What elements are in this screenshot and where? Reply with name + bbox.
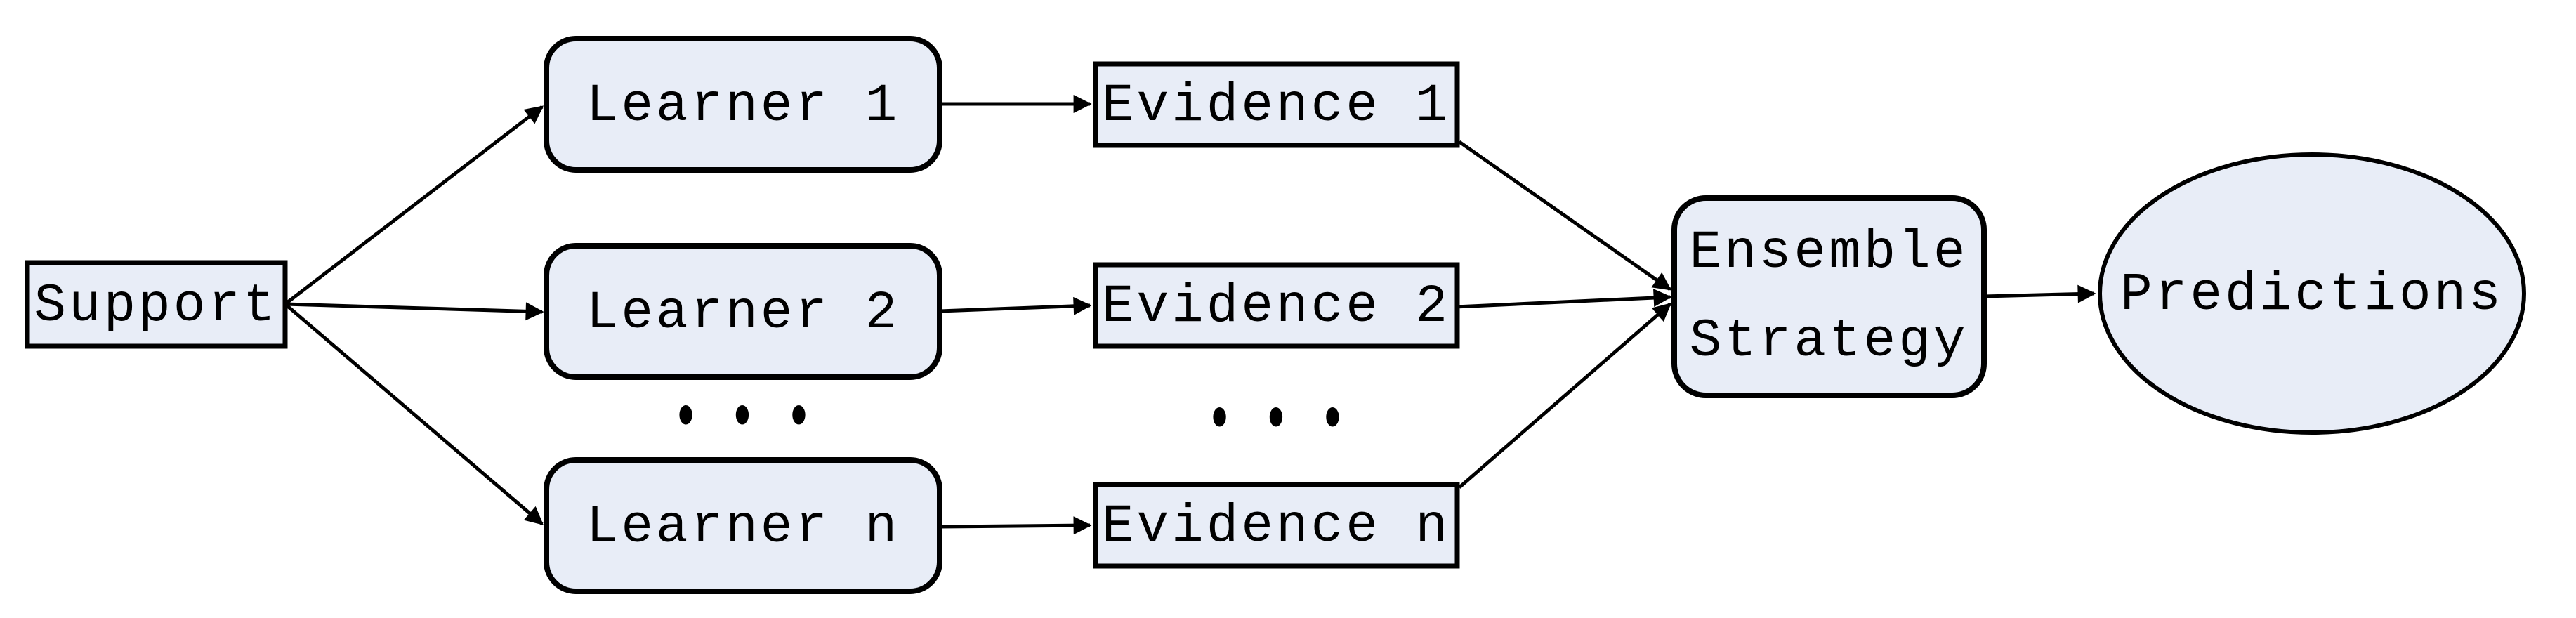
- learner-ellipsis: •••: [672, 382, 841, 458]
- arrow-learner-n-to-evidence-n: [939, 516, 1092, 535]
- arrow-support-to-learner-n: [284, 303, 544, 525]
- ensemble-strategy-label-line2: Strategy: [1690, 311, 1969, 372]
- arrow-evidence-n-to-ensemble: [1458, 303, 1671, 489]
- predictions-node: Predictions: [2098, 152, 2526, 435]
- predictions-label: Predictions: [2120, 265, 2504, 325]
- learner-n-node: Learner n: [544, 457, 942, 594]
- learner-1-node: Learner 1: [544, 36, 942, 173]
- learner-2-label: Learner 2: [586, 283, 900, 343]
- support-box: [25, 260, 288, 349]
- edges: [284, 95, 2096, 535]
- ensemble-strategy-node: Ensemble Strategy: [1671, 195, 1987, 398]
- evidence-1-label: Evidence 1: [1102, 76, 1450, 136]
- evidence-n-box: [1093, 482, 1460, 569]
- learner-n-box: [544, 457, 942, 594]
- arrow-learner-2-to-evidence-2: [939, 296, 1092, 315]
- evidence-1-box: [1093, 61, 1460, 148]
- evidence-2-box: [1093, 262, 1460, 349]
- evidence-n-node: Evidence n: [1093, 482, 1460, 569]
- evidence-2-node: Evidence 2: [1093, 262, 1460, 349]
- learner-1-label: Learner 1: [586, 76, 900, 136]
- evidence-1-node: Evidence 1: [1093, 61, 1460, 148]
- arrow-evidence-2-to-ensemble: [1454, 289, 1672, 309]
- support-label: Support: [34, 276, 277, 336]
- support-node: Support: [25, 260, 288, 349]
- learner-2-box: [544, 243, 942, 380]
- predictions-ellipse: [2098, 152, 2526, 435]
- arrow-support-to-learner-1: [284, 105, 544, 305]
- evidence-ellipsis: •••: [1206, 384, 1375, 460]
- arrow-evidence-1-to-ensemble: [1458, 140, 1672, 291]
- learner-2-node: Learner 2: [544, 243, 942, 380]
- arrow-ensemble-to-predictions: [1983, 284, 2096, 303]
- evidence-n-label: Evidence n: [1102, 497, 1450, 557]
- ensemble-strategy-box: [1671, 195, 1987, 398]
- learner-1-box: [544, 36, 942, 173]
- ensemble-strategy-label-line1: Ensemble: [1690, 223, 1969, 283]
- arrow-support-to-learner-2: [284, 302, 544, 321]
- learner-n-label: Learner n: [586, 497, 900, 558]
- evidence-2-label: Evidence 2: [1102, 277, 1450, 337]
